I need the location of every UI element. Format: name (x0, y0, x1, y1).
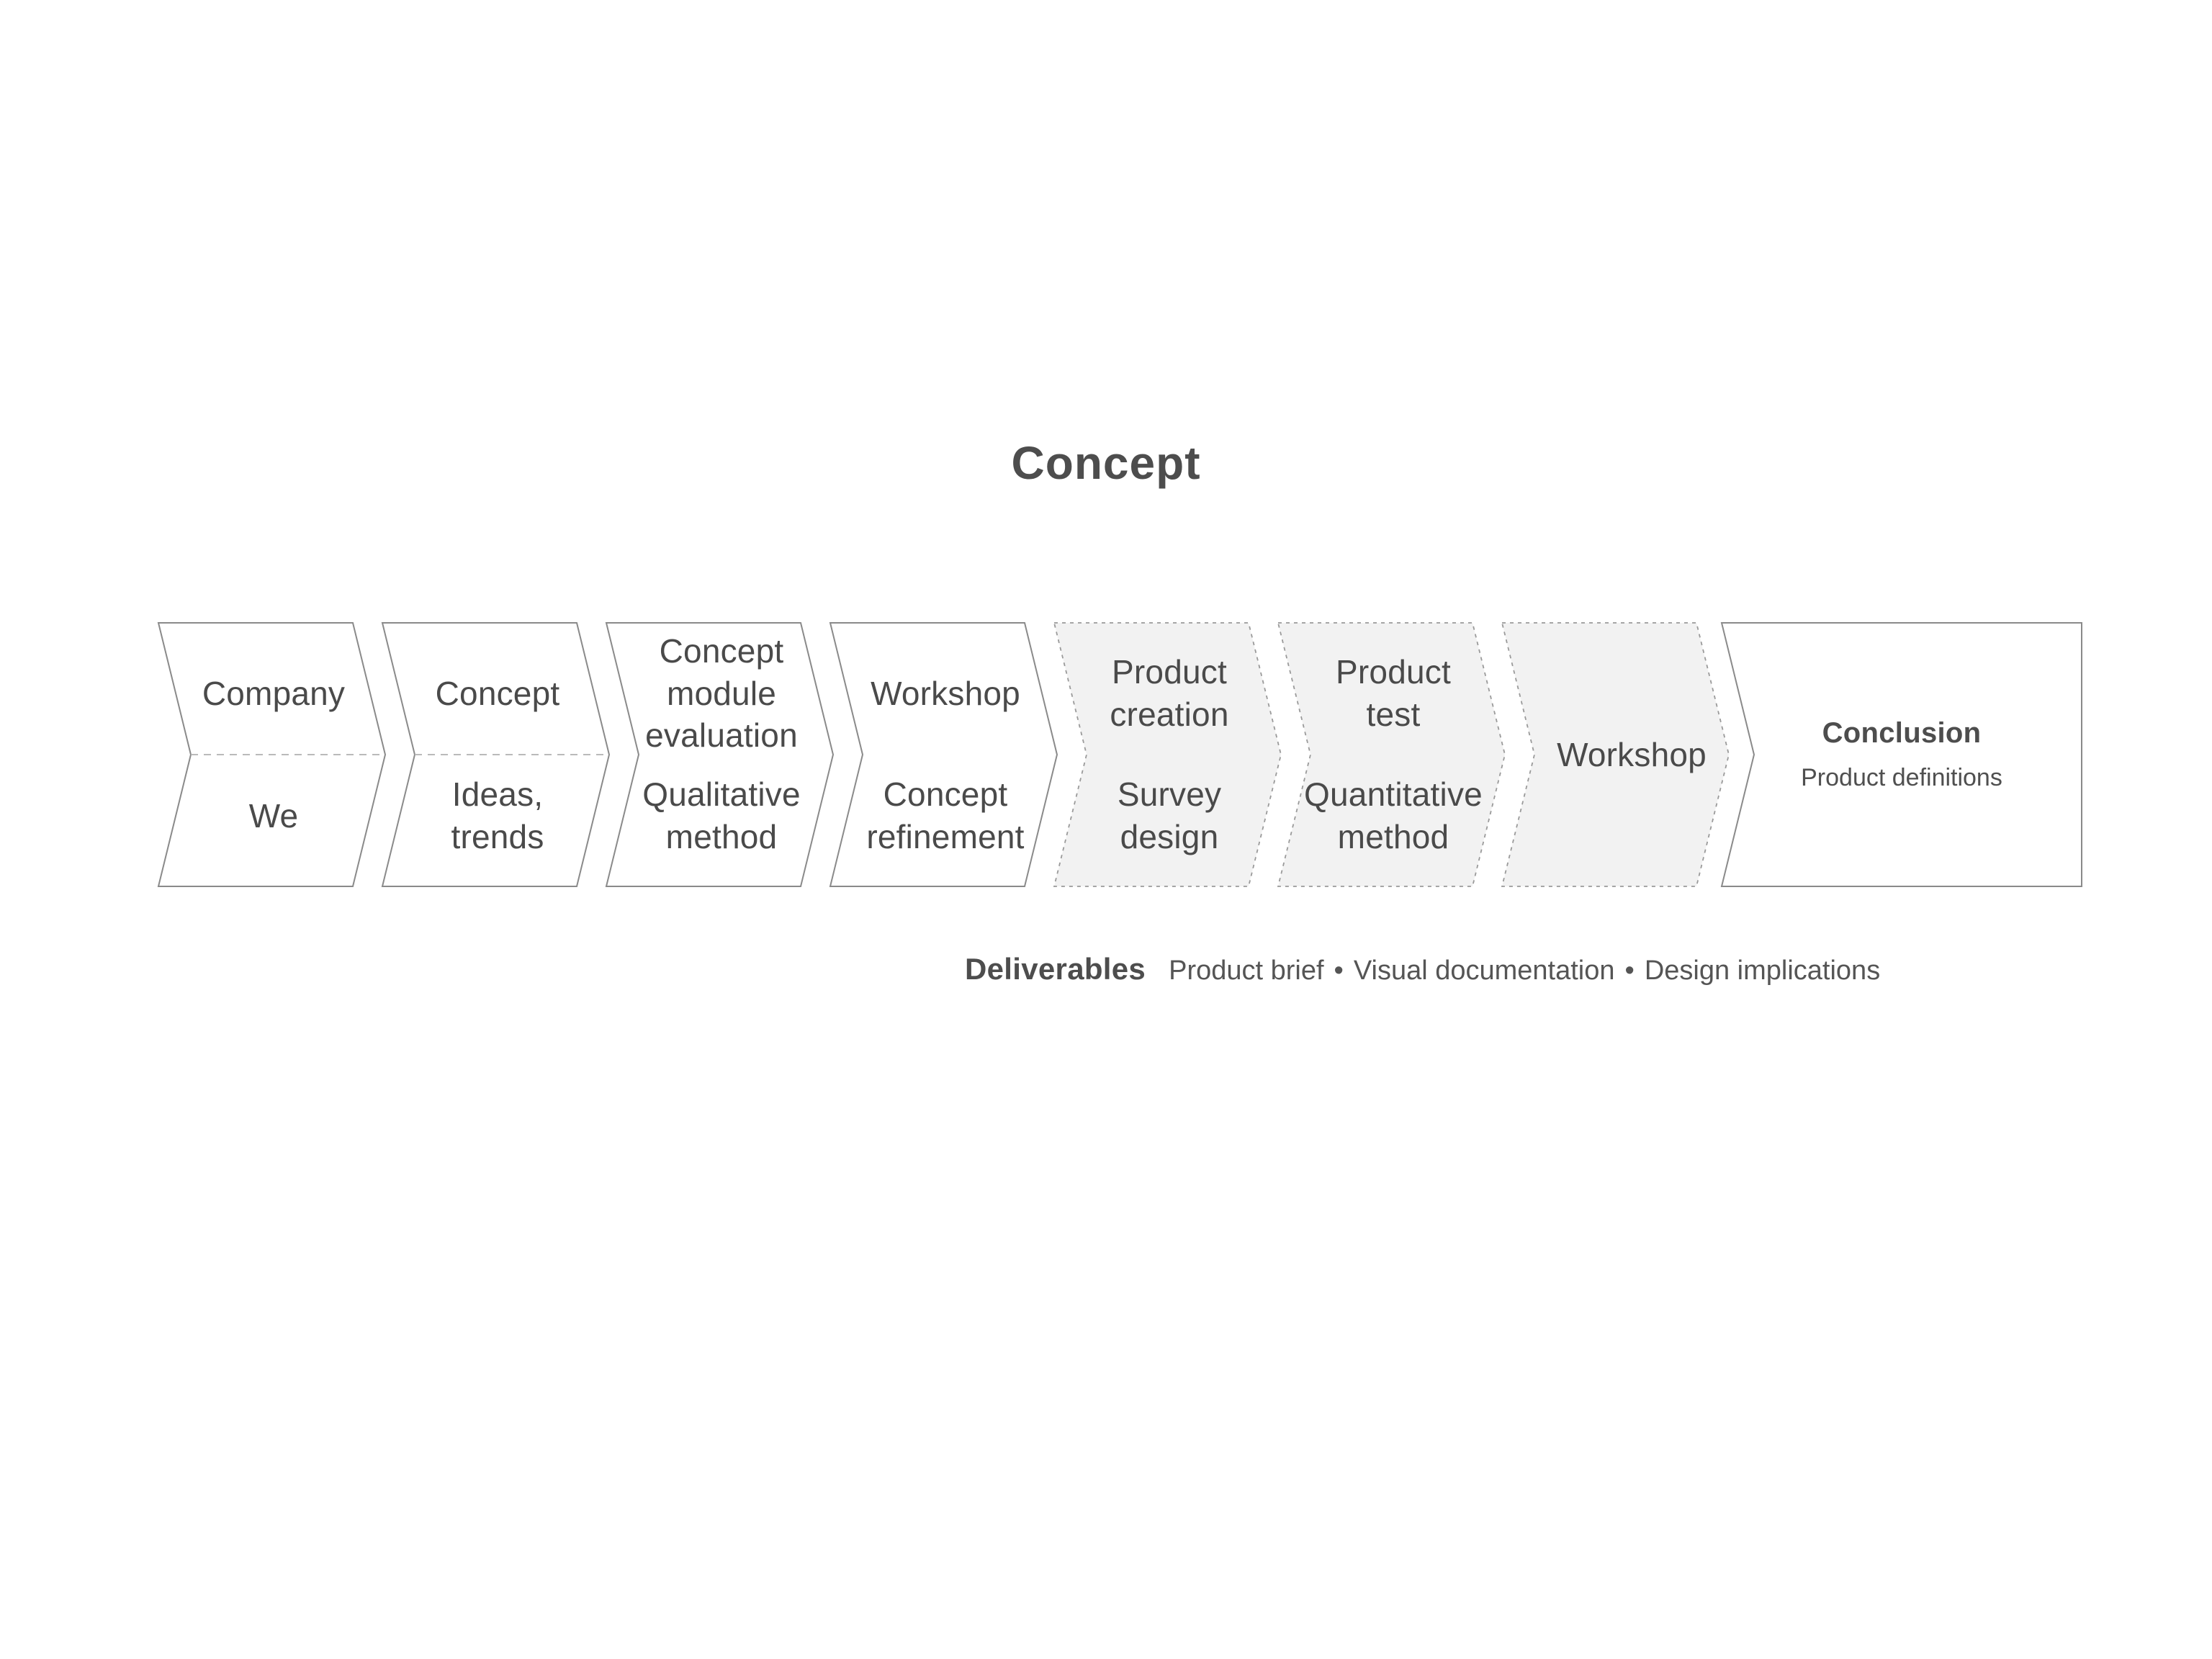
page-title: Concept (1011, 437, 1201, 489)
deliverables-label: Deliverables (965, 952, 1146, 986)
chevron-shape-product-creation (1053, 622, 1282, 887)
conclusion-box-shape (1720, 622, 2082, 887)
deliverables-row: Deliverables Product brief • Visual docu… (965, 952, 1880, 986)
process-flow-diagram (157, 622, 2082, 887)
deliverable-item: Design implications (1644, 956, 1881, 986)
chevron-shape-product-test (1277, 622, 1506, 887)
conclusion-subheading: Product definitions (1801, 764, 2002, 791)
chevron-shape-workshop-2 (1501, 622, 1730, 887)
chevron-shape-concept-module-evaluation (605, 622, 835, 887)
chevron-shape-workshop-1 (829, 622, 1058, 887)
bullet-separator: • (1334, 956, 1344, 986)
conclusion-heading: Conclusion (1822, 717, 1982, 749)
deliverable-item: Product brief (1169, 956, 1324, 986)
deliverable-item: Visual documentation (1353, 956, 1615, 986)
bullet-separator: • (1624, 956, 1635, 986)
conclusion-box: Conclusion Product definitions (1722, 622, 2082, 887)
